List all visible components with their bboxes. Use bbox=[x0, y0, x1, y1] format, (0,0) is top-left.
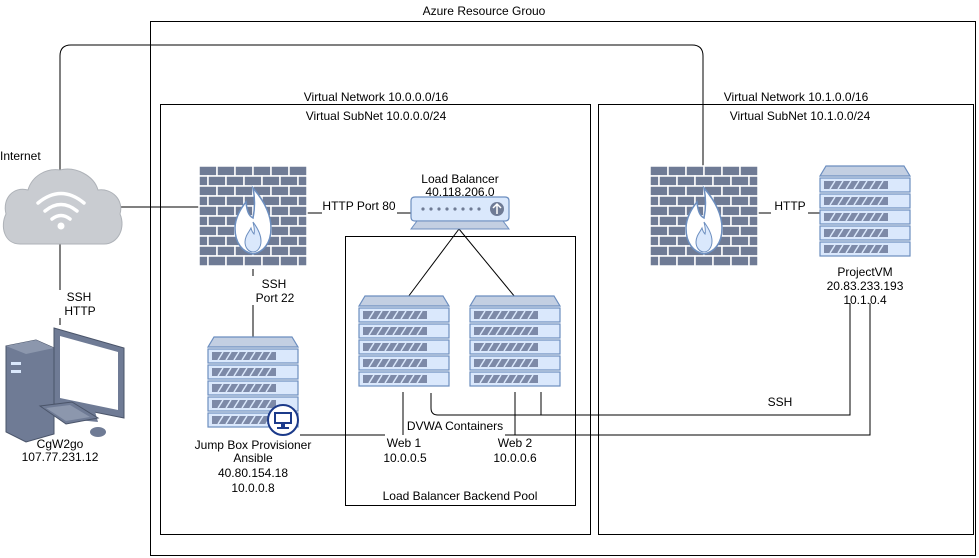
jump-box-title: Jump Box Provisioner bbox=[194, 438, 312, 452]
backend-pool-box bbox=[345, 236, 576, 506]
ssh-vm-label: SSH bbox=[767, 395, 793, 409]
web2-ip: 10.0.0.6 bbox=[493, 451, 537, 465]
http-port-label: HTTP Port 80 bbox=[322, 199, 396, 213]
jump-box-private-ip: 10.0.0.8 bbox=[231, 481, 275, 495]
edge-lb-web1 bbox=[407, 228, 460, 298]
client-name: CgW2go bbox=[36, 437, 84, 451]
edge-internet-firewall2 bbox=[59, 44, 704, 178]
internet-label: Internet bbox=[0, 149, 41, 163]
web2-name: Web 2 bbox=[497, 436, 533, 450]
vnet2-box bbox=[598, 104, 974, 535]
lb-ip: 40.118.206.0 bbox=[425, 185, 495, 199]
client-edge-ssh: SSH bbox=[66, 290, 92, 304]
jump-box-subtitle: Ansible bbox=[233, 451, 273, 465]
client-edge-http: HTTP bbox=[64, 304, 96, 318]
web1-ip: 10.0.0.5 bbox=[383, 451, 427, 465]
edge-web-vm-ssh bbox=[430, 303, 851, 416]
ssh-label: SSH bbox=[261, 277, 287, 291]
jump-box-public-ip: 40.80.154.18 bbox=[217, 466, 289, 480]
vnet2-label: Virtual Network 10.1.0.0/16 bbox=[723, 90, 869, 104]
web1-name: Web 1 bbox=[386, 436, 422, 450]
dvwa-containers-label: DVWA Containers bbox=[406, 419, 504, 433]
load-balancer-icon bbox=[410, 196, 510, 230]
vnet1-box bbox=[160, 104, 591, 535]
resource-group-label: Azure Resource Grouo bbox=[422, 4, 546, 18]
edge-lb-web2 bbox=[458, 228, 516, 298]
desktop-computer-icon bbox=[5, 327, 125, 443]
lb-title: Load Balancer bbox=[421, 172, 499, 186]
backend-pool-label: Load Balancer Backend Pool bbox=[382, 489, 538, 503]
client-ip: 107.77.231.12 bbox=[21, 450, 99, 464]
project-vm-public-ip: 20.83.233.193 bbox=[826, 279, 904, 293]
vnet1-label: Virtual Network 10.0.0.0/16 bbox=[303, 90, 449, 104]
port22-label: Port 22 bbox=[255, 291, 295, 305]
cloud-wifi-icon bbox=[2, 168, 123, 245]
subnet1-label: Virtual SubNet 10.0.0.0/24 bbox=[305, 109, 447, 123]
project-vm-private-ip: 10.1.0.4 bbox=[843, 293, 887, 307]
resource-group-box bbox=[150, 21, 976, 556]
http-label: HTTP bbox=[774, 199, 806, 213]
monitor-badge-icon bbox=[267, 404, 299, 436]
project-vm-name: ProjectVM bbox=[837, 265, 893, 279]
edge-jumpbox-vm bbox=[300, 303, 871, 436]
subnet2-label: Virtual SubNet 10.1.0.0/24 bbox=[729, 109, 871, 123]
